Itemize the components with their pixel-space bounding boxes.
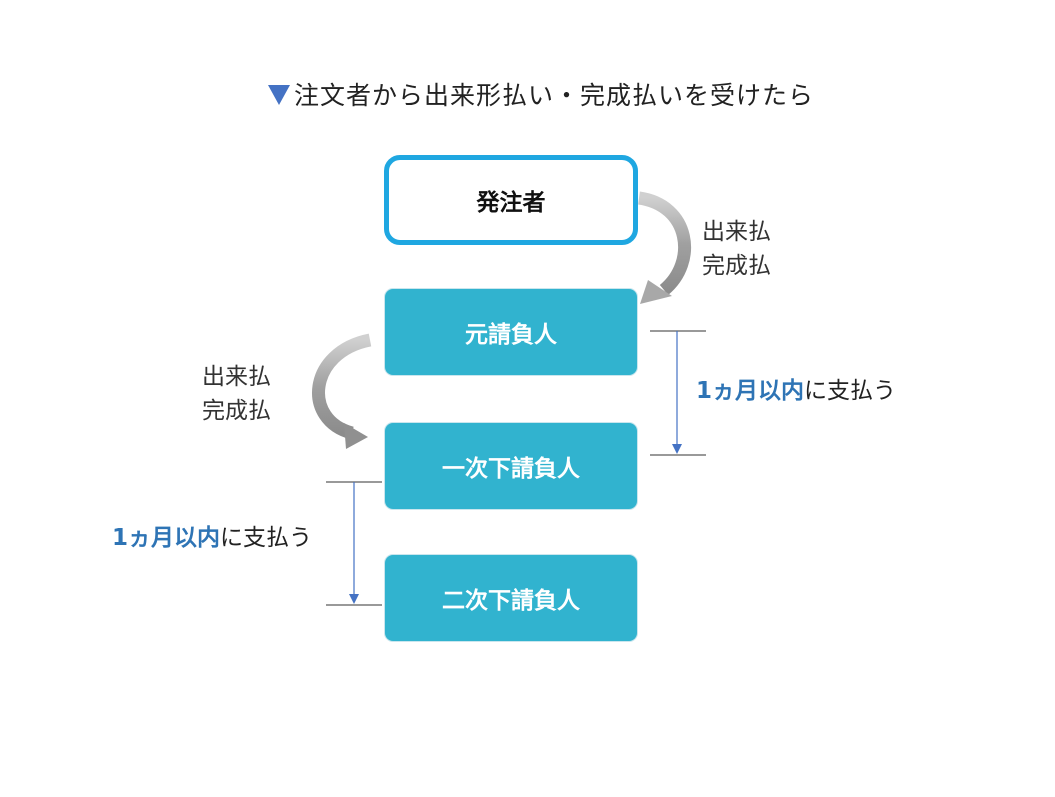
owner-label: 発注者	[476, 190, 546, 216]
deadline-left-emphasis: 1ヵ月以内	[112, 525, 221, 551]
deadline-bracket-left	[326, 481, 382, 606]
second-subcontractor-label: 二次下請負人	[442, 588, 580, 614]
payment-label-right-line1: 出来払	[702, 219, 771, 245]
owner-box: 発注者	[384, 155, 638, 245]
deadline-bracket-right	[650, 330, 706, 456]
deadline-label-left: 1ヵ月以内に支払う	[112, 521, 312, 555]
deadline-left-rest: に支払う	[220, 525, 313, 551]
diagram-title-text: 注文者から出来形払い・完成払いを受けたら	[294, 81, 815, 110]
deadline-label-right: 1ヵ月以内に支払う	[696, 374, 896, 408]
curved-arrow-owner-to-prime	[637, 191, 692, 304]
payment-label-left-line2: 完成払	[202, 398, 271, 424]
prime-contractor-box: 元請負人	[385, 289, 637, 375]
first-subcontractor-label: 一次下請負人	[442, 456, 580, 482]
second-subcontractor-box: 二次下請負人	[385, 555, 637, 641]
triangle-down-icon	[268, 85, 290, 105]
payment-label-left: 出来払 完成払	[202, 360, 271, 428]
curved-arrow-prime-to-first-sub	[312, 333, 372, 449]
diagram-title: 注文者から出来形払い・完成払いを受けたら	[268, 78, 814, 114]
payment-label-right: 出来払 完成払	[702, 215, 771, 283]
first-subcontractor-box: 一次下請負人	[385, 423, 637, 509]
deadline-right-rest: に支払う	[804, 378, 897, 404]
deadline-right-emphasis: 1ヵ月以内	[696, 378, 805, 404]
payment-label-right-line2: 完成払	[702, 253, 771, 279]
payment-label-left-line1: 出来払	[202, 364, 271, 390]
prime-contractor-label: 元請負人	[465, 322, 557, 348]
